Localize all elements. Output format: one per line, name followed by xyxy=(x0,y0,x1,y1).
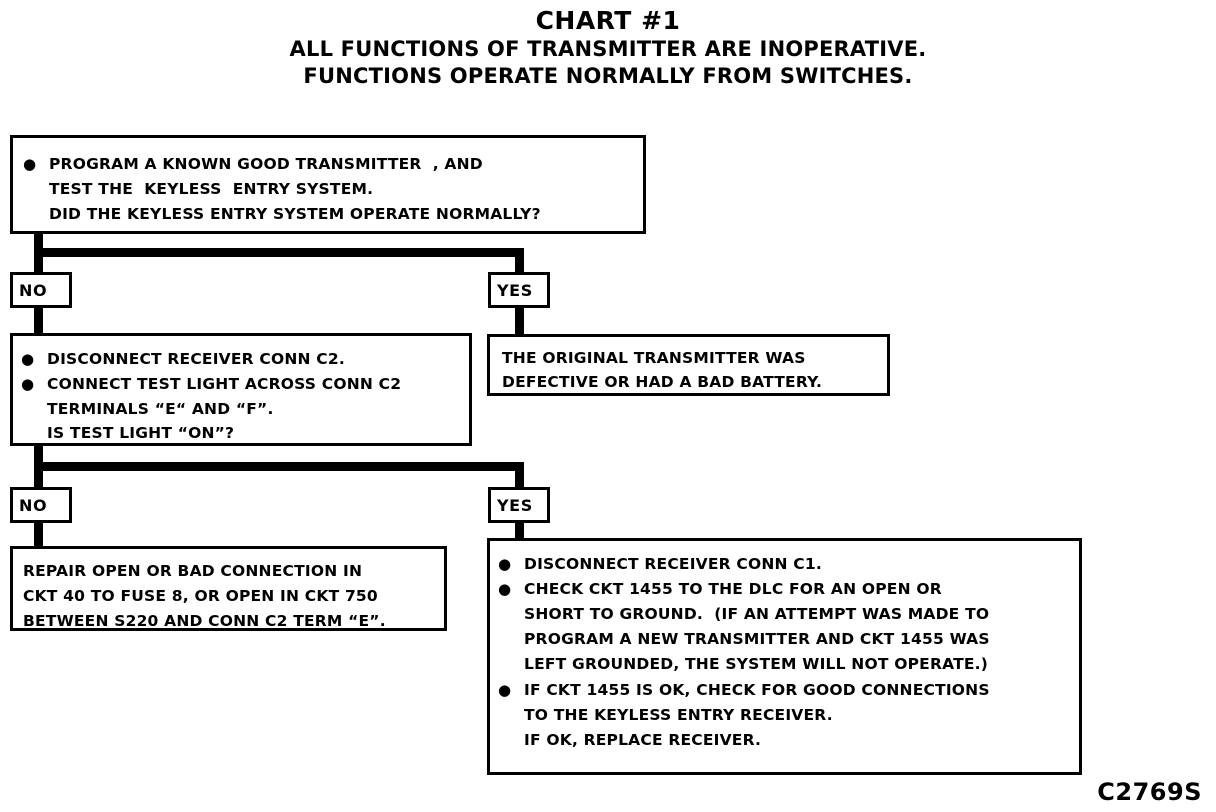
bullet-icon: ● xyxy=(498,580,512,599)
branch-label-text: YES xyxy=(497,280,533,300)
text-line: CKT 40 TO FUSE 8, OR OPEN IN CKT 750 xyxy=(23,584,454,609)
line-text: PROGRAM A NEW TRANSMITTER AND CKT 1455 W… xyxy=(524,630,990,649)
text-line: BETWEEN S220 AND CONN C2 TERM “E”. xyxy=(23,609,454,634)
bullet-icon: ● xyxy=(21,374,35,393)
bullet-icon: ● xyxy=(498,555,512,573)
bullet-icon: ● xyxy=(498,680,512,699)
connector-stem-row1-yes-to-box xyxy=(515,305,524,335)
bullet-icon: ● xyxy=(21,350,35,368)
reference-code: C2769S xyxy=(1097,778,1202,806)
connector-stem-row1-yes-down xyxy=(515,248,524,276)
step2-yes-result-box: THE ORIGINAL TRANSMITTER WAS DEFECTIVE O… xyxy=(487,334,890,396)
text-line: DEFECTIVE OR HAD A BAD BATTERY. xyxy=(502,370,899,394)
line-text: CHECK CKT 1455 TO THE DLC FOR AN OPEN OR xyxy=(524,580,942,599)
step3-yes-diagnostic-box: ● DISCONNECT RECEIVER CONN C1. ● CHECK C… xyxy=(487,538,1082,775)
connector-stem-row2-no-to-box xyxy=(34,521,43,547)
line-text: TO THE KEYLESS ENTRY RECEIVER. xyxy=(524,705,833,724)
step2-yes-text-lines: THE ORIGINAL TRANSMITTER WAS DEFECTIVE O… xyxy=(490,337,909,402)
line-text: IF OK, REPLACE RECEIVER. xyxy=(524,730,762,749)
text-line: IS TEST LIGHT “ON”? xyxy=(21,421,477,446)
connector-bus-row1 xyxy=(34,248,524,257)
text-line: THE ORIGINAL TRANSMITTER WAS xyxy=(502,346,899,370)
text-line: IF OK, REPLACE RECEIVER. xyxy=(498,728,1087,753)
text-line: SHORT TO GROUND. (IF AN ATTEMPT WAS MADE… xyxy=(498,602,1087,627)
text-line: ● DISCONNECT RECEIVER CONN C1. xyxy=(498,552,1087,577)
text-line: PROGRAM A NEW TRANSMITTER AND CKT 1455 W… xyxy=(498,627,1087,652)
branch-label-text: NO xyxy=(19,280,48,300)
line-text: TEST THE KEYLESS ENTRY SYSTEM. xyxy=(49,180,374,199)
line-text: IS TEST LIGHT “ON”? xyxy=(47,424,235,443)
text-line: TEST THE KEYLESS ENTRY SYSTEM. xyxy=(23,177,653,202)
branch-label-yes-2: YES xyxy=(488,487,550,523)
line-text: THE ORIGINAL TRANSMITTER WAS xyxy=(502,349,806,367)
line-text: BETWEEN S220 AND CONN C2 TERM “E”. xyxy=(23,611,386,630)
line-text: LEFT GROUNDED, THE SYSTEM WILL NOT OPERA… xyxy=(524,655,988,674)
line-text: DISCONNECT RECEIVER CONN C1. xyxy=(524,555,822,573)
connector-stem-row1-no-to-box xyxy=(34,305,43,335)
text-line: REPAIR OPEN OR BAD CONNECTION IN xyxy=(23,559,454,584)
bullet-icon: ● xyxy=(23,155,37,173)
step1-text-lines: ● PROGRAM A KNOWN GOOD TRANSMITTER , AND… xyxy=(13,138,663,245)
chart-subtitle-line-2: FUNCTIONS OPERATE NORMALLY FROM SWITCHES… xyxy=(303,64,913,89)
line-text: REPAIR OPEN OR BAD CONNECTION IN xyxy=(23,562,363,580)
text-line: ● PROGRAM A KNOWN GOOD TRANSMITTER , AND xyxy=(23,152,653,177)
line-text: PROGRAM A KNOWN GOOD TRANSMITTER , AND xyxy=(49,155,483,173)
line-text: CONNECT TEST LIGHT ACROSS CONN C2 xyxy=(47,374,402,393)
line-text: DEFECTIVE OR HAD A BAD BATTERY. xyxy=(502,373,823,392)
text-line: ● DISCONNECT RECEIVER CONN C2. xyxy=(21,347,477,372)
step3-yes-text-lines: ● DISCONNECT RECEIVER CONN C1. ● CHECK C… xyxy=(490,541,1095,783)
branch-label-yes-1: YES xyxy=(488,272,550,308)
connector-stem-row2-yes-to-box xyxy=(515,521,524,547)
branch-label-no-2: NO xyxy=(10,487,72,523)
step3-no-text-lines: REPAIR OPEN OR BAD CONNECTION IN CKT 40 … xyxy=(13,549,462,638)
connector-bus-row2 xyxy=(34,462,524,471)
line-text: DID THE KEYLESS ENTRY SYSTEM OPERATE NOR… xyxy=(49,205,541,224)
chart-title-block: CHART #1 ALL FUNCTIONS OF TRANSMITTER AR… xyxy=(0,6,1216,91)
text-line: ● CONNECT TEST LIGHT ACROSS CONN C2 xyxy=(21,372,477,397)
text-line: DID THE KEYLESS ENTRY SYSTEM OPERATE NOR… xyxy=(23,202,653,227)
line-text: TERMINALS “E“ AND “F”. xyxy=(47,399,274,418)
branch-label-text: YES xyxy=(497,495,533,515)
connector-stem-row2-yes-down xyxy=(515,462,524,488)
line-text: IF CKT 1455 IS OK, CHECK FOR GOOD CONNEC… xyxy=(524,680,990,699)
text-line: ● CHECK CKT 1455 TO THE DLC FOR AN OPEN … xyxy=(498,577,1087,602)
text-line: TERMINALS “E“ AND “F”. xyxy=(21,397,477,422)
page-title: CHART #1 xyxy=(535,6,681,35)
line-text: CKT 40 TO FUSE 8, OR OPEN IN CKT 750 xyxy=(23,586,378,605)
line-text: SHORT TO GROUND. (IF AN ATTEMPT WAS MADE… xyxy=(524,605,990,624)
branch-label-text: NO xyxy=(19,495,48,515)
branch-label-no-1: NO xyxy=(10,272,72,308)
text-line: TO THE KEYLESS ENTRY RECEIVER. xyxy=(498,703,1087,728)
step2-no-action-box: ● DISCONNECT RECEIVER CONN C2. ● CONNECT… xyxy=(10,333,472,446)
text-line: LEFT GROUNDED, THE SYSTEM WILL NOT OPERA… xyxy=(498,652,1087,677)
step3-no-repair-box: REPAIR OPEN OR BAD CONNECTION IN CKT 40 … xyxy=(10,546,447,631)
line-text: DISCONNECT RECEIVER CONN C2. xyxy=(47,350,345,368)
step2-no-text-lines: ● DISCONNECT RECEIVER CONN C2. ● CONNECT… xyxy=(13,336,487,454)
step1-question-box: ● PROGRAM A KNOWN GOOD TRANSMITTER , AND… xyxy=(10,135,646,234)
chart-subtitle-line-1: ALL FUNCTIONS OF TRANSMITTER ARE INOPERA… xyxy=(289,36,927,61)
text-line: ● IF CKT 1455 IS OK, CHECK FOR GOOD CONN… xyxy=(498,678,1087,703)
